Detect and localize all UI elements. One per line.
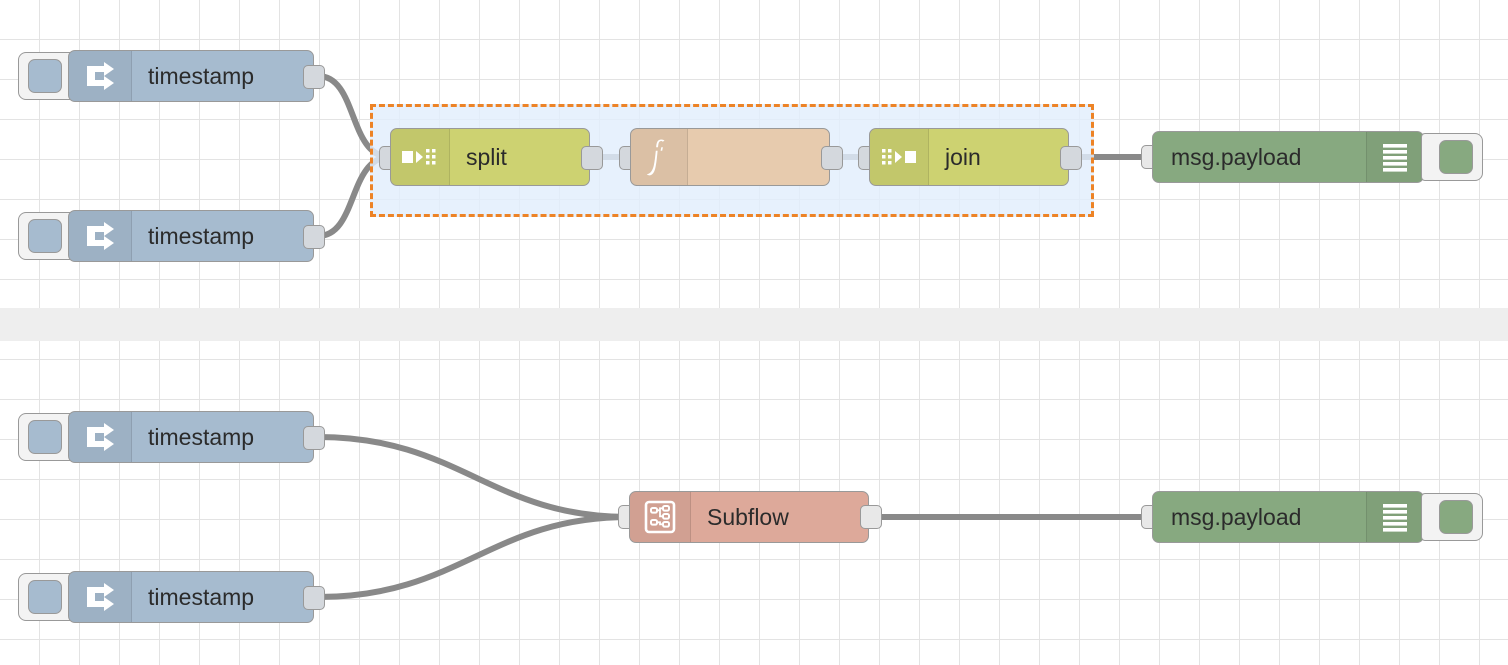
output-port[interactable] — [303, 586, 325, 610]
function-f-icon — [631, 129, 688, 185]
node-inject-timestamp[interactable]: timestamp — [68, 571, 314, 623]
output-port[interactable] — [303, 65, 325, 89]
debug-toggle-button[interactable] — [1421, 133, 1483, 181]
subflow-icon — [630, 492, 691, 542]
node-label: join — [945, 143, 981, 170]
inject-arrow-icon — [69, 51, 132, 101]
inject-arrow-icon — [69, 412, 132, 462]
node-debug-msg-payload[interactable]: msg.payload — [1152, 131, 1424, 183]
join-icon — [870, 129, 929, 185]
node-function[interactable] — [630, 128, 830, 186]
node-subflow[interactable]: Subflow — [629, 491, 869, 543]
inject-button-knob — [28, 219, 62, 253]
output-port[interactable] — [1060, 146, 1082, 170]
node-label: timestamp — [148, 222, 255, 249]
node-label: timestamp — [148, 62, 255, 89]
debug-lines-icon — [1366, 492, 1423, 542]
node-label: msg.payload — [1171, 503, 1302, 530]
inject-arrow-icon — [69, 572, 132, 622]
inject-button-knob — [28, 59, 62, 93]
output-port[interactable] — [303, 426, 325, 450]
debug-toggle-button[interactable] — [1421, 493, 1483, 541]
node-label: Subflow — [707, 503, 789, 530]
node-label: timestamp — [148, 423, 255, 450]
inject-button-knob — [28, 420, 62, 454]
split-icon — [391, 129, 450, 185]
wire-inject3-to-subflow — [315, 434, 632, 520]
node-split[interactable]: split — [390, 128, 590, 186]
node-label: split — [466, 143, 507, 170]
node-inject-timestamp[interactable]: timestamp — [68, 411, 314, 463]
debug-button-knob — [1439, 140, 1473, 174]
output-port[interactable] — [581, 146, 603, 170]
inject-button-knob — [28, 580, 62, 614]
debug-button-knob — [1439, 500, 1473, 534]
output-port[interactable] — [821, 146, 843, 170]
node-label: msg.payload — [1171, 143, 1302, 170]
output-port[interactable] — [303, 225, 325, 249]
inject-arrow-icon — [69, 211, 132, 261]
node-join[interactable]: join — [869, 128, 1069, 186]
node-debug-msg-payload[interactable]: msg.payload — [1152, 491, 1424, 543]
flow-separator-band — [0, 308, 1508, 341]
node-inject-timestamp[interactable]: timestamp — [68, 210, 314, 262]
output-port[interactable] — [860, 505, 882, 529]
node-label: timestamp — [148, 583, 255, 610]
debug-lines-icon — [1366, 132, 1423, 182]
wire-inject4-to-subflow — [315, 514, 632, 600]
node-inject-timestamp[interactable]: timestamp — [68, 50, 314, 102]
